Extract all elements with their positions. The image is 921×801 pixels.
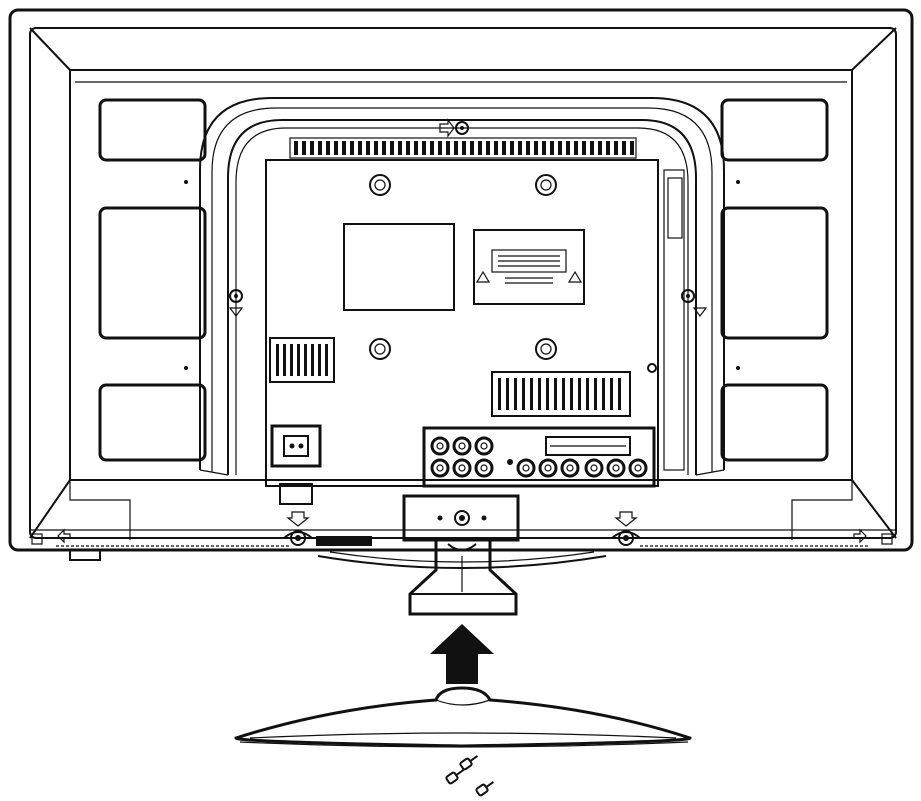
screw-icon <box>475 781 495 797</box>
vent-panels-right <box>720 98 829 462</box>
connector-panel <box>422 426 656 488</box>
vesa-mount-holes <box>369 174 557 360</box>
arrow-up-icon <box>430 624 494 684</box>
blank-label-sticker <box>343 223 455 311</box>
jack-port <box>538 458 558 478</box>
side-screws <box>228 289 708 373</box>
warning-label-sticker <box>473 229 585 305</box>
jack-port <box>474 436 494 456</box>
jack-port <box>430 436 450 456</box>
top-vent-grille <box>289 137 637 159</box>
screw-icon <box>445 769 465 785</box>
central-back-cover <box>199 97 725 487</box>
screws <box>445 755 495 797</box>
tv-rear-housing <box>8 8 914 552</box>
lock-hint-icon <box>439 118 455 138</box>
jack-port <box>584 458 604 478</box>
warning-icon <box>475 270 491 283</box>
jack-port <box>560 458 580 478</box>
jack-port <box>430 458 450 478</box>
jack-port <box>474 458 494 478</box>
side-vent-small <box>269 337 335 383</box>
screw-icon <box>459 755 479 771</box>
lower-vent-grille <box>491 371 631 417</box>
stand-neck <box>317 494 607 616</box>
jack-port <box>516 458 536 478</box>
jack-port <box>452 436 472 456</box>
top-screw <box>439 118 469 138</box>
stand-base <box>234 686 692 748</box>
jack-port <box>452 458 472 478</box>
jack-port <box>606 458 626 478</box>
bottom-edge-details <box>31 479 893 561</box>
jack-port <box>628 458 648 478</box>
warning-icon <box>567 270 583 283</box>
power-socket <box>270 424 322 505</box>
vent-panels-left <box>98 98 207 462</box>
